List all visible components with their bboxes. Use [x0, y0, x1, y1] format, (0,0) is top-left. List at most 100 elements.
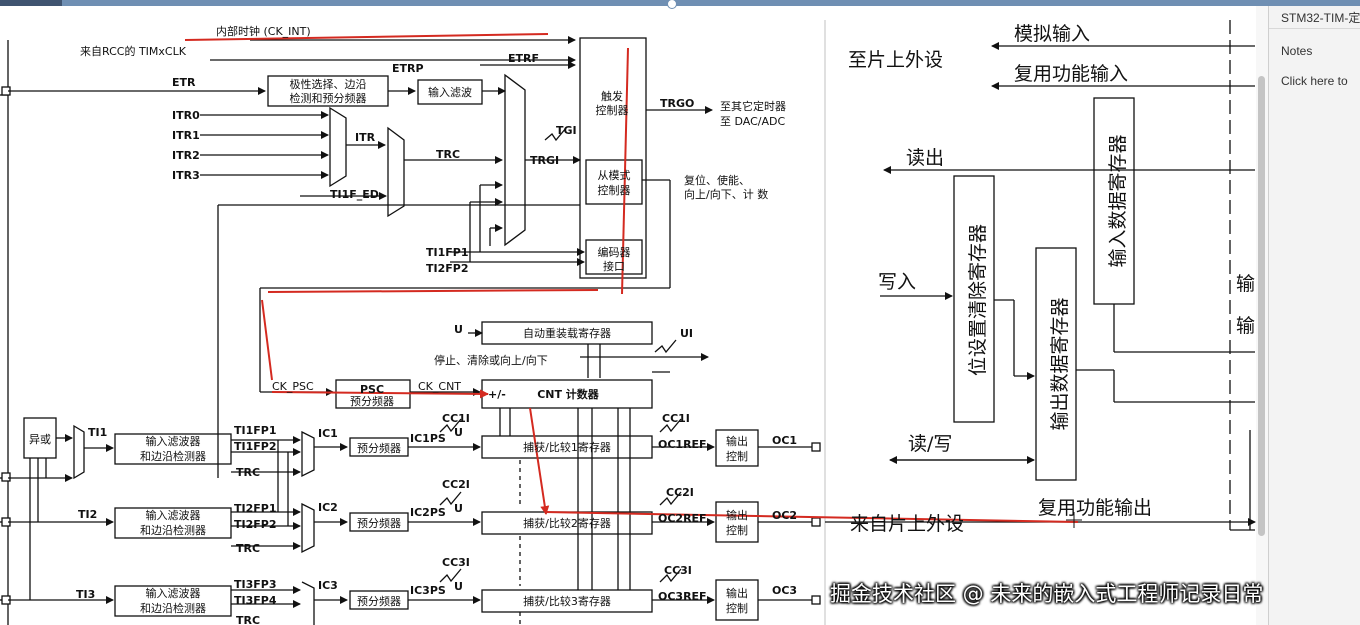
- filter-edge-3-line1: 输入滤波器: [146, 586, 201, 600]
- label-ti2fp2: TI2FP2: [234, 518, 276, 531]
- notes-placeholder[interactable]: Click here to: [1281, 74, 1348, 88]
- xor-gate-label: 异或: [29, 433, 51, 446]
- label-ti1fp1-trig: TI1FP1: [426, 246, 468, 259]
- label-ti2fp2-trig: TI2FP2: [426, 262, 468, 275]
- label-itr0: ITR0: [172, 109, 200, 122]
- label-itr: ITR: [355, 131, 376, 144]
- scrollbar-thumb[interactable]: [1258, 76, 1265, 536]
- psc-name: 预分频器: [350, 394, 394, 408]
- label-oc2: OC2: [772, 509, 797, 522]
- notes-heading: Notes: [1281, 44, 1313, 58]
- label-tgi: TGI: [556, 124, 577, 137]
- label-itr3: ITR3: [172, 169, 200, 182]
- label-ui: UI: [680, 327, 693, 340]
- label-oc1ref: OC1REF: [658, 438, 707, 451]
- timer-block-diagram: [0, 20, 1256, 625]
- label-ic2ps: IC2PS: [410, 506, 446, 519]
- out-ctrl-2-line2: 控制: [726, 523, 748, 537]
- vertical-scrollbar[interactable]: [1256, 6, 1268, 625]
- psc-title: PSC: [360, 383, 384, 396]
- trigger-ctrl-line1: 触发: [601, 89, 623, 103]
- filter-edge-2-line1: 输入滤波器: [146, 508, 201, 522]
- label-from-peripheral: 来自片上外设: [850, 513, 964, 535]
- label-ti2: TI2: [78, 508, 97, 521]
- label-oc1: OC1: [772, 434, 797, 447]
- window-tab[interactable]: [0, 0, 62, 6]
- capture-compare-1: 捕获/比较1寄存器: [523, 440, 611, 454]
- auto-reload-register: 自动重装载寄存器: [523, 326, 611, 340]
- out-ctrl-1-line1: 输出: [726, 434, 748, 448]
- label-ti1f-ed: TI1F_ED: [330, 188, 379, 201]
- idr-register: 输入数据寄存器: [1107, 134, 1129, 267]
- label-ti1fp2: TI1FP2: [234, 440, 276, 453]
- odr-register: 输出数据寄存器: [1049, 297, 1071, 430]
- to-other-timer-line2: 至 DAC/ADC: [720, 115, 785, 128]
- encoder-if-line1: 编码器: [598, 245, 631, 259]
- label-alt-func-output: 复用功能输出: [1038, 497, 1152, 519]
- label-ic2: IC2: [318, 501, 338, 514]
- label-cc1i: CC1I: [442, 412, 470, 425]
- label-ic3ps: IC3PS: [410, 584, 446, 597]
- prescaler-3: 预分频器: [357, 594, 401, 608]
- trigger-ctrl-line2: 控制器: [596, 103, 629, 117]
- input-filter-label: 输入滤波: [428, 85, 472, 99]
- capture-compare-3: 捕获/比较3寄存器: [523, 594, 611, 608]
- label-trc-ch1: TRC: [236, 466, 260, 479]
- cursor-crosshair: [1066, 512, 1082, 528]
- label-stop-clear: 停止、清除或向上/向下: [434, 353, 548, 367]
- label-cc2i: CC2I: [442, 478, 470, 491]
- label-u-arr: U: [454, 323, 463, 336]
- filter-edge-1-line1: 输入滤波器: [146, 434, 201, 448]
- label-cnt-pm: +/-: [488, 388, 506, 401]
- reset-enable-line1: 复位、使能、: [684, 173, 750, 187]
- label-ck-cnt: CK_CNT: [418, 380, 461, 393]
- to-other-timer-line1: 至其它定时器: [720, 99, 786, 113]
- out-ctrl-1-line2: 控制: [726, 449, 748, 463]
- label-rcc-clk: 来自RCC的 TIMxCLK: [80, 44, 187, 58]
- filter-edge-2-line2: 和边沿检测器: [140, 523, 206, 537]
- reset-enable-line2: 向上/向下、计 数: [684, 187, 768, 201]
- capture-compare-2: 捕获/比较2寄存器: [523, 516, 611, 530]
- out-ctrl-2-line1: 输出: [726, 508, 748, 522]
- side-panel: STM32-TIM-定 Notes Click here to: [1268, 6, 1360, 625]
- side-panel-divider: [1269, 28, 1360, 29]
- label-etrp: ETRP: [392, 62, 424, 75]
- label-ti1fp1: TI1FP1: [234, 424, 276, 437]
- document-title[interactable]: STM32-TIM-定: [1281, 11, 1360, 25]
- label-ti3fp4: TI3FP4: [234, 594, 277, 607]
- label-cc2i-out: CC2I: [666, 486, 694, 499]
- label-itr2: ITR2: [172, 149, 200, 162]
- encoder-if-line2: 接口: [603, 260, 625, 273]
- label-analog-input: 模拟输入: [1014, 23, 1090, 45]
- label-read: 读出: [906, 147, 944, 169]
- label-to-peripheral: 至片上外设: [848, 49, 943, 71]
- slave-ctrl-line2: 控制器: [598, 183, 631, 197]
- label-ck-psc: CK_PSC: [272, 380, 314, 393]
- label-alt-func-input: 复用功能输入: [1014, 63, 1128, 85]
- label-ic1: IC1: [318, 427, 338, 440]
- prescaler-2: 预分频器: [357, 516, 401, 530]
- label-u-cc1: U: [454, 426, 463, 439]
- label-etrf: ETRF: [508, 52, 539, 65]
- label-trc-ch2: TRC: [236, 542, 260, 555]
- title-bar-handle[interactable]: [667, 0, 677, 9]
- label-ic3: IC3: [318, 579, 338, 592]
- diagram-labels: 内部时钟 (CK_INT) 来自RCC的 TIMxCLK ETR ETRP ET…: [29, 23, 1255, 625]
- label-trc: TRC: [436, 148, 460, 161]
- label-trgi: TRGI: [530, 154, 559, 167]
- bsrr-register: 位设置清除寄存器: [967, 224, 989, 376]
- label-cc1i-out: CC1I: [662, 412, 690, 425]
- filter-edge-3-line2: 和边沿检测器: [140, 601, 206, 615]
- label-oc3ref: OC3REF: [658, 590, 707, 603]
- label-u-cc2: U: [454, 502, 463, 515]
- red-annotation-strokes: [184, 33, 1079, 523]
- label-ti3: TI3: [76, 588, 95, 601]
- slave-ctrl-line1: 从模式: [598, 169, 631, 182]
- label-cc3i: CC3I: [442, 556, 470, 569]
- out-ctrl-3-line1: 输出: [726, 586, 748, 600]
- label-oc2ref: OC2REF: [658, 512, 707, 525]
- label-trc-ch3: TRC: [236, 614, 260, 625]
- label-ic1ps: IC1PS: [410, 432, 446, 445]
- diagram-canvas: 内部时钟 (CK_INT) 来自RCC的 TIMxCLK ETR ETRP ET…: [0, 20, 1256, 625]
- out-ctrl-3-line2: 控制: [726, 601, 748, 615]
